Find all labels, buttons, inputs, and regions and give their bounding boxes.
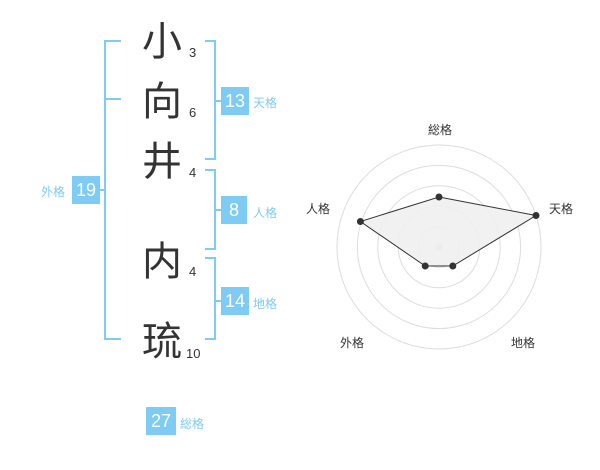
stroke-count-4: 4 [189, 264, 197, 279]
radar-grid-ring [336, 144, 542, 350]
radar-label-gaikaku: 外格 [340, 336, 365, 350]
gaikaku-label: 外格 [41, 185, 66, 199]
soukaku-label: 総格 [180, 417, 205, 431]
radar-point-tenkaku [532, 212, 540, 219]
name-char-4: 内 [142, 239, 182, 285]
radar-point-jinkaku [356, 218, 364, 225]
stroke-count-5: 10 [186, 346, 201, 361]
radar-label-chikaku: 地格 [511, 336, 536, 350]
stroke-count-1: 3 [189, 45, 197, 60]
name-char-1: 小 [142, 19, 182, 65]
tenkaku-value: 13 [221, 87, 249, 115]
stroke-count-3: 4 [189, 165, 197, 180]
radar-point-gaikaku [421, 262, 429, 270]
jinkaku-value: 8 [221, 196, 247, 224]
name-char-3: 井 [142, 139, 182, 185]
radar-label-tenkaku: 天格 [549, 202, 574, 216]
radar-point-chikaku [449, 262, 457, 270]
gaikaku-value: 19 [72, 176, 100, 204]
name-char-5: 琉 [142, 319, 182, 365]
radar-label-jinkaku: 人格 [306, 202, 331, 216]
radar-score-polygon [359, 196, 538, 267]
radar-grid-ring [356, 164, 522, 330]
tenkaku-label: 天格 [253, 96, 278, 110]
chikaku-label: 地格 [253, 297, 278, 311]
stroke-count-2: 6 [189, 105, 197, 120]
radar-point-soukaku [435, 193, 443, 201]
chikaku-value: 14 [221, 287, 249, 315]
jinkaku-label: 人格 [253, 206, 278, 220]
chikaku-bracket [205, 257, 216, 340]
radar-grid-ring [377, 185, 501, 309]
radar-label-soukaku: 総格 [428, 123, 453, 137]
soukaku-value: 27 [146, 407, 176, 435]
name-char-2: 向 [142, 79, 182, 125]
